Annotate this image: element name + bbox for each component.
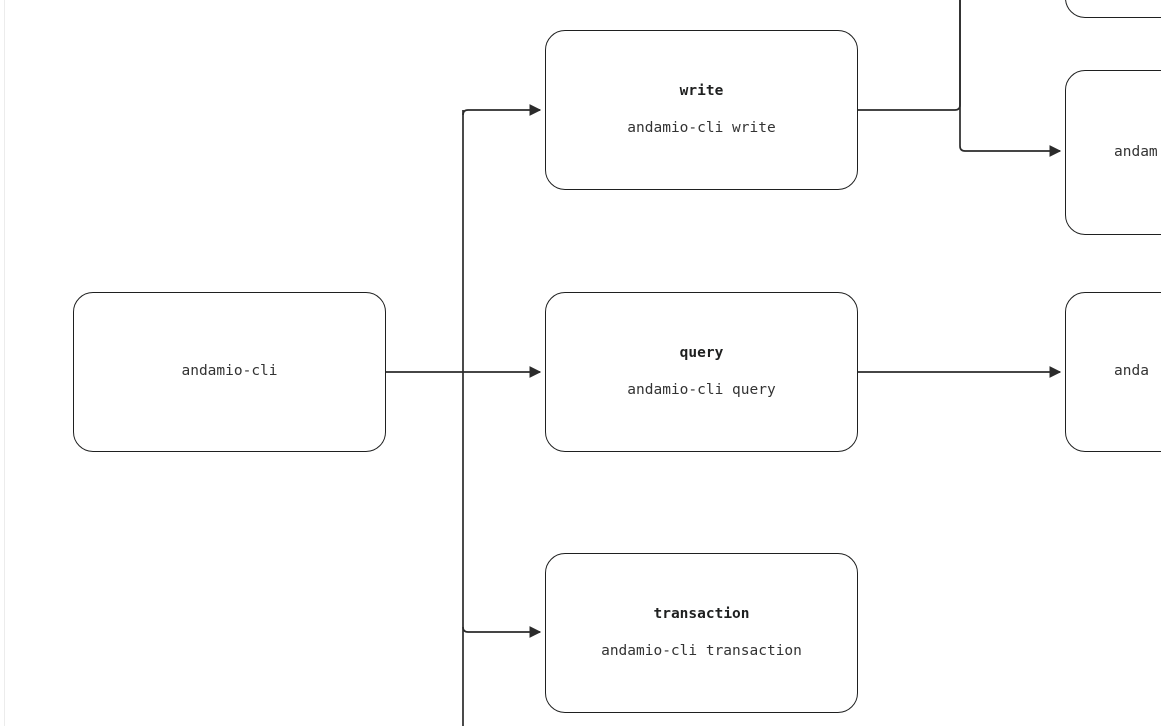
node-query[interactable]: query andamio-cli query [545,292,858,452]
node-write-child-upper[interactable] [1065,0,1161,18]
node-write-title: write [679,82,724,99]
node-query-title: query [679,344,724,361]
node-write-child-lower[interactable]: andam [1065,70,1161,235]
page-left-rule [4,0,5,726]
node-query-command: andamio-cli query [627,382,776,398]
node-transaction[interactable]: transaction andamio-cli transaction [545,553,858,713]
node-query-child-command: anda [1114,363,1149,380]
node-andamio-cli[interactable]: andamio-cli [73,292,386,452]
edge-root-to-write [462,104,542,116]
node-query-child[interactable]: anda [1065,292,1161,452]
node-andamio-cli-command: andamio-cli [181,363,278,380]
node-write-child-lower-command: andam [1114,143,1158,160]
edge-write-to-child-a [858,0,961,111]
edge-write-to-child-b [959,110,1062,157]
node-write[interactable]: write andamio-cli write [545,30,858,190]
edge-root-to-transaction [462,626,542,638]
node-write-command: andamio-cli write [627,120,776,136]
node-transaction-command: andamio-cli transaction [601,643,802,659]
node-transaction-title: transaction [653,605,750,622]
